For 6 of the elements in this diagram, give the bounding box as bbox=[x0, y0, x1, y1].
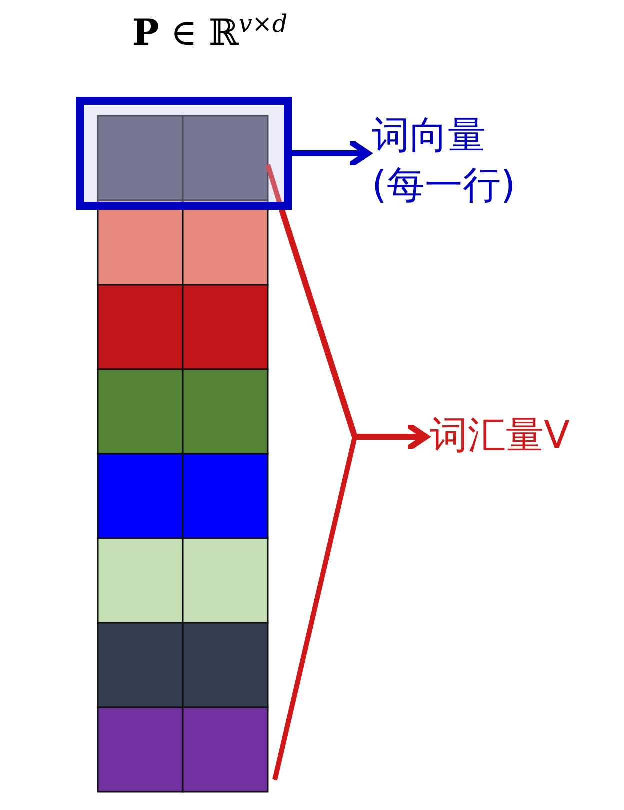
highlight-box bbox=[76, 97, 292, 210]
arrow bbox=[292, 138, 371, 168]
annotation-text: 词汇量V bbox=[430, 412, 571, 459]
arrow bbox=[279, 209, 429, 452]
annotation-text: 词向量 (每一行) bbox=[372, 112, 517, 209]
matrix-formula: P ∈ ℝ$^{v×d}$ bbox=[131, 10, 289, 54]
